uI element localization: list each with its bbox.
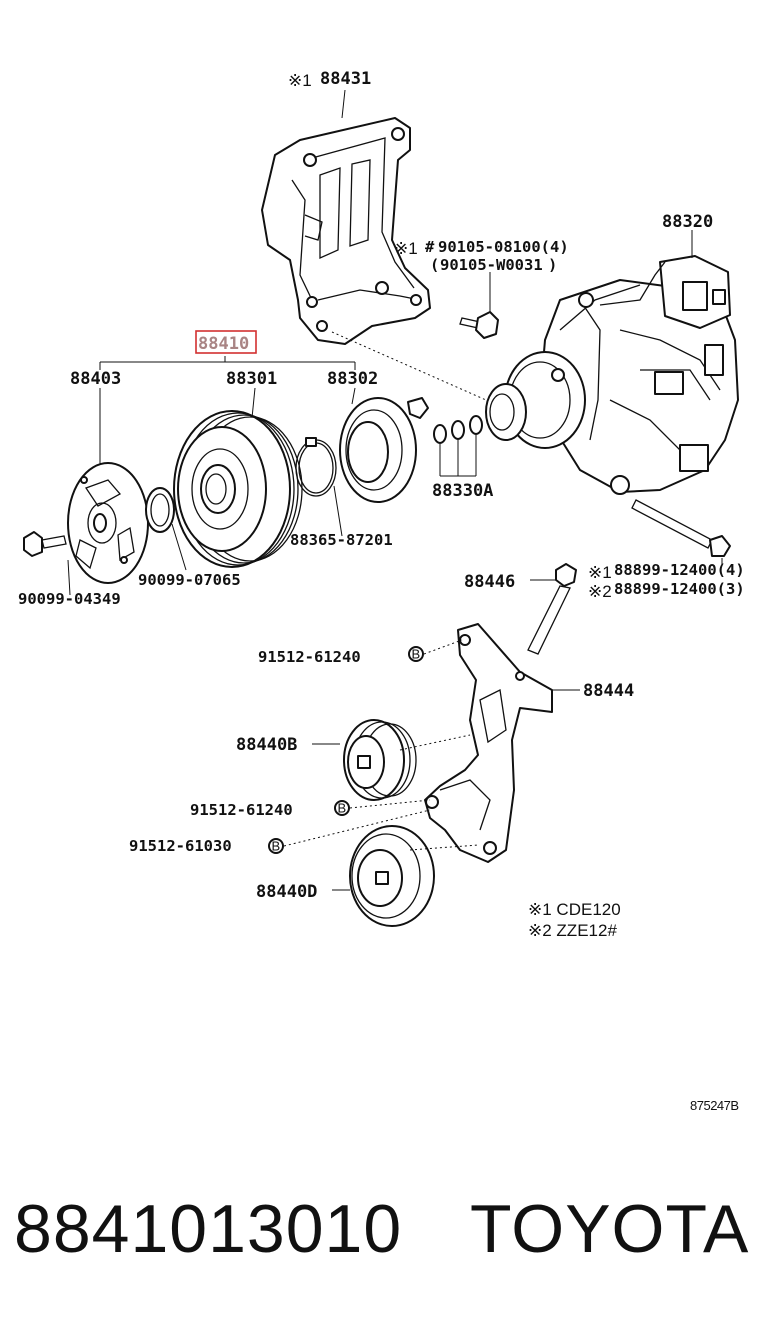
snap-ring-drawing [295, 437, 343, 537]
label-88365-87201[interactable]: 88365-87201 [290, 531, 393, 549]
label-88410[interactable]: 88410 [198, 334, 249, 354]
label-88440d[interactable]: 88440D [256, 882, 317, 902]
label-88431[interactable]: 88431 [320, 69, 371, 89]
note-marker-90105: ※1 [394, 239, 418, 258]
label-91512-61240-a[interactable]: 91512-61240 [258, 648, 361, 666]
bolt-90105-drawing [459, 272, 499, 339]
label-90099-04349[interactable]: 90099-04349 [18, 590, 121, 608]
label-91512-61240-b[interactable]: 91512-61240 [190, 801, 293, 819]
idler-pulley-b-drawing [312, 719, 417, 801]
label-88440b[interactable]: 88440B [236, 735, 297, 755]
label-88444[interactable]: 88444 [583, 681, 634, 701]
label-88446[interactable]: 88446 [464, 572, 515, 592]
compressor-bracket-drawing [261, 89, 431, 345]
note-zze12: ※2 ZZE12# [528, 921, 617, 940]
tensioner-bracket-drawing [424, 623, 580, 863]
svg-text:B: B [338, 801, 347, 816]
bolt-88446-drawing [527, 563, 577, 655]
label-88403[interactable]: 88403 [70, 369, 121, 389]
note-marker-88899-a: ※1 [588, 563, 612, 582]
svg-text:B: B [412, 647, 421, 662]
label-88301[interactable]: 88301 [226, 369, 277, 389]
note-marker-88899-b: ※2 [588, 582, 612, 601]
label-88899-12400-3[interactable]: 88899-12400(3) [614, 580, 745, 598]
bolt-marker-1: B [408, 646, 424, 662]
footer: 8841013010 TOYOTA [0, 1190, 760, 1280]
highlight-box-88410 [195, 330, 257, 354]
spacer-ring-drawing [145, 487, 187, 571]
clutch-assembly-leaders [99, 356, 356, 470]
note-marker-88431: ※1 [288, 71, 312, 90]
label-90099-07065[interactable]: 90099-07065 [138, 571, 241, 589]
label-88330a[interactable]: 88330A [432, 481, 493, 501]
bolt-90099-04349-drawing [23, 531, 71, 596]
label-88899-12400-4[interactable]: 88899-12400(4) [614, 561, 745, 579]
note-cde120: ※1 CDE120 [528, 900, 621, 919]
svg-text:B: B [272, 839, 281, 854]
idler-pulley-d-drawing [332, 825, 435, 927]
label-open-paren: ( [430, 256, 439, 274]
hash-marker-90105: # [425, 238, 435, 256]
hub-plate-drawing [67, 462, 149, 584]
bolt-marker-3: B [268, 838, 284, 854]
footer-part-number: 8841013010 [14, 1191, 403, 1267]
compressor-drawing [485, 230, 739, 495]
label-88320[interactable]: 88320 [662, 212, 713, 232]
diagram-code: 875247B [690, 1098, 739, 1113]
pulley-drawing [173, 410, 303, 568]
shims-drawing [433, 415, 483, 477]
label-91512-61030[interactable]: 91512-61030 [129, 837, 232, 855]
label-88302[interactable]: 88302 [327, 369, 378, 389]
label-90105-08100[interactable]: 90105-08100(4) [438, 238, 569, 256]
bolt-marker-2: B [334, 800, 350, 816]
label-90105-w0031[interactable]: 90105-W0031 [440, 256, 543, 274]
bolt-88899-drawing [631, 499, 731, 565]
field-coil-drawing [339, 397, 429, 503]
label-close-paren: ) [548, 256, 557, 274]
footer-brand: TOYOTA [470, 1191, 750, 1267]
